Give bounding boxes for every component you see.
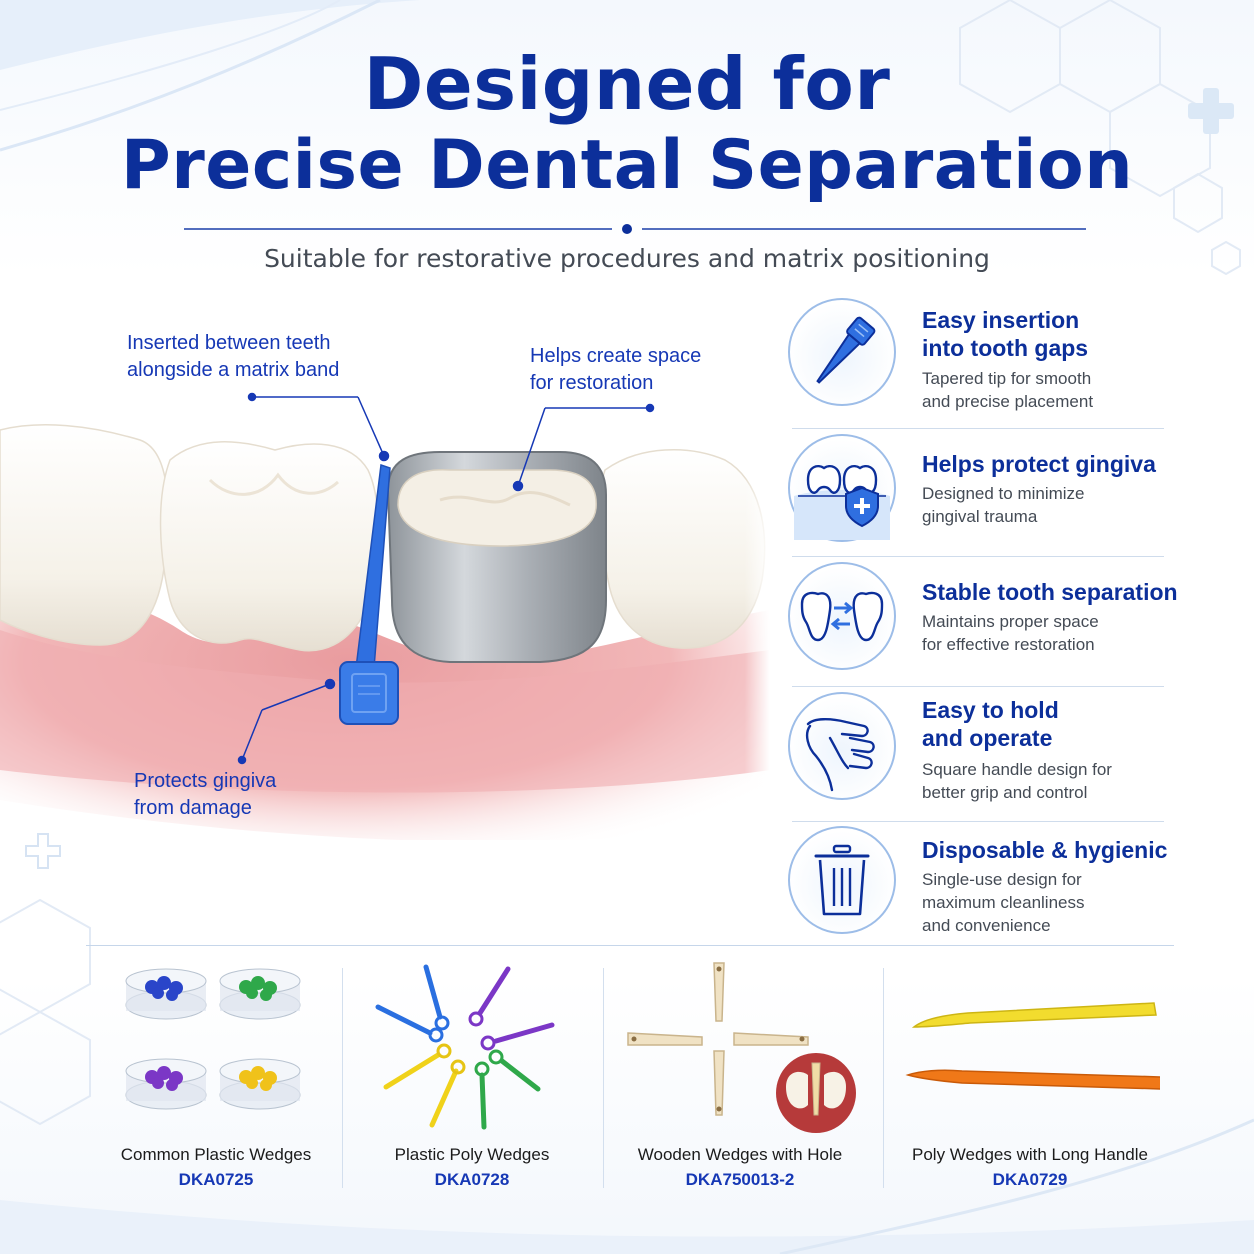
feature-description: Tapered tip for smooth and precise place… bbox=[922, 367, 1093, 413]
feature-description: Maintains proper space for effective res… bbox=[922, 610, 1099, 656]
poly-wedges-image bbox=[375, 964, 555, 1130]
feature-title-line1: Easy insertion bbox=[922, 307, 1080, 333]
feature-divider bbox=[792, 556, 1164, 557]
wedge-icon bbox=[788, 298, 896, 406]
feature-title-line2: and operate bbox=[922, 725, 1053, 751]
product-separator bbox=[603, 968, 604, 1188]
feature-description: Designed to minimize gingival trauma bbox=[922, 482, 1085, 528]
callout-inserted-line1: Inserted between teeth bbox=[127, 332, 331, 354]
feature-desc-line2: for effective restoration bbox=[922, 635, 1095, 654]
tooth-middle bbox=[159, 441, 379, 652]
title-divider bbox=[184, 224, 1086, 234]
feature-title: Helps protect gingiva bbox=[922, 450, 1156, 478]
product-name: Plastic Poly Wedges bbox=[394, 1145, 550, 1164]
product-plastic-poly-wedges: Plastic Poly Wedges DKA0728 bbox=[342, 955, 602, 1195]
feature-divider bbox=[792, 428, 1164, 429]
feature-desc-line1: Designed to minimize bbox=[922, 484, 1085, 503]
product-name: Common Plastic Wedges bbox=[120, 1145, 312, 1164]
hand-icon bbox=[788, 692, 896, 800]
callout-inserted-line2: alongside a matrix band bbox=[127, 359, 340, 381]
callout-protects-line1: Protects gingiva bbox=[134, 770, 277, 792]
feature-description: Square handle design for better grip and… bbox=[922, 758, 1112, 804]
feature-divider bbox=[792, 686, 1164, 687]
feature-desc-line3: and convenience bbox=[922, 916, 1051, 935]
product-name: Poly Wedges with Long Handle bbox=[912, 1145, 1148, 1164]
feature-desc-line1: Square handle design for bbox=[922, 760, 1112, 779]
feature-title-line1: Stable tooth separation bbox=[922, 579, 1178, 605]
feature-desc-line2: maximum cleanliness bbox=[922, 893, 1085, 912]
page-title-line2: Precise Dental Separation bbox=[120, 126, 1134, 205]
feature-title: Disposable & hygienic bbox=[922, 836, 1167, 864]
feature-desc-line1: Tapered tip for smooth bbox=[922, 369, 1092, 388]
tooth-left bbox=[0, 424, 169, 646]
feature-title-line1: Easy to hold bbox=[922, 697, 1059, 723]
feature-desc-line2: better grip and control bbox=[922, 783, 1088, 802]
callout-inserted: Inserted between teeth alongside a matri… bbox=[127, 330, 339, 384]
product-code: DKA0728 bbox=[434, 1170, 510, 1189]
feature-title: Stable tooth separation bbox=[922, 578, 1178, 606]
matrix-band bbox=[386, 451, 607, 663]
feature-description: Single-use design for maximum cleanlines… bbox=[922, 868, 1085, 937]
feature-desc-line1: Single-use design for bbox=[922, 870, 1082, 889]
product-separator bbox=[883, 968, 884, 1188]
callout-space-line1: Helps create space bbox=[530, 345, 702, 367]
feature-title: Easy insertion into tooth gaps bbox=[922, 306, 1088, 362]
product-code: DKA750013-2 bbox=[685, 1170, 795, 1189]
callout-protects-line2: from damage bbox=[134, 797, 252, 819]
product-wooden-wedges: Wooden Wedges with Hole DKA750013-2 bbox=[610, 955, 870, 1195]
feature-title-line1: Helps protect gingiva bbox=[922, 451, 1156, 477]
gum-shield-icon bbox=[788, 434, 896, 542]
product-long-handle-wedges: Poly Wedges with Long Handle DKA0729 bbox=[900, 955, 1163, 1195]
wooden-wedges-image bbox=[627, 962, 856, 1133]
product-name: Wooden Wedges with Hole bbox=[637, 1145, 843, 1164]
wedge-jars-image bbox=[125, 968, 301, 1110]
feature-desc-line2: and precise placement bbox=[922, 392, 1094, 411]
callout-space: Helps create space for restoration bbox=[530, 343, 701, 397]
feature-title-line2: into tooth gaps bbox=[922, 335, 1089, 361]
products-divider bbox=[86, 945, 1174, 946]
feature-divider bbox=[792, 821, 1164, 822]
page-title-line1: Designed for bbox=[363, 42, 891, 126]
callout-space-line2: for restoration bbox=[530, 372, 654, 394]
product-common-plastic-wedges: Common Plastic Wedges DKA0725 bbox=[86, 955, 346, 1195]
product-separator bbox=[342, 968, 343, 1188]
feature-title-line1: Disposable & hygienic bbox=[922, 837, 1168, 863]
callout-protects: Protects gingiva from damage bbox=[134, 768, 276, 822]
trash-bin-icon bbox=[788, 826, 896, 934]
feature-desc-line2: gingival trauma bbox=[922, 507, 1038, 526]
separation-arrows-icon bbox=[788, 562, 896, 670]
product-code: DKA0725 bbox=[178, 1170, 254, 1189]
tooth-wedge-illustration bbox=[0, 300, 770, 840]
product-code: DKA0729 bbox=[992, 1170, 1068, 1189]
long-handle-wedges-image bbox=[905, 1002, 1163, 1090]
feature-title: Easy to hold and operate bbox=[922, 696, 1059, 752]
blue-wedge bbox=[339, 463, 399, 725]
feature-desc-line1: Maintains proper space bbox=[922, 612, 1099, 631]
callout-leaders bbox=[237, 392, 655, 765]
page-subtitle: Suitable for restorative procedures and … bbox=[264, 244, 990, 273]
